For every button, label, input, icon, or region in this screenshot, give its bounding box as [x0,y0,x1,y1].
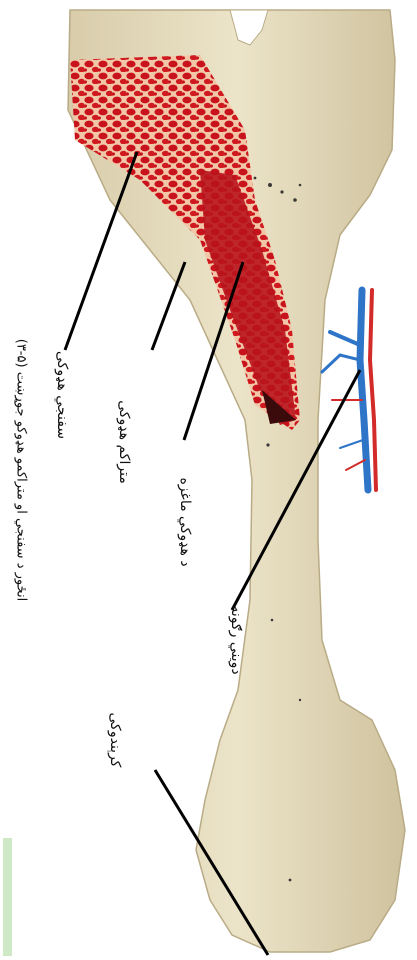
leader-compact-bone [152,262,185,350]
label-bone-marrow: د هډوکي ماغزه [177,477,193,566]
figure-caption: (۳-۵) انځور د سفنجي او متراکمو هډوکو جوړ… [14,339,29,601]
green-margin-bar [3,838,12,956]
label-blood-vessels: دويني رګونه [228,605,244,674]
label-cartilage: کرېندوکی [107,713,123,768]
label-spongy-bone: سفنجي هډوکی [54,351,70,439]
label-compact-bone: متراکم هډوکی [116,400,132,484]
